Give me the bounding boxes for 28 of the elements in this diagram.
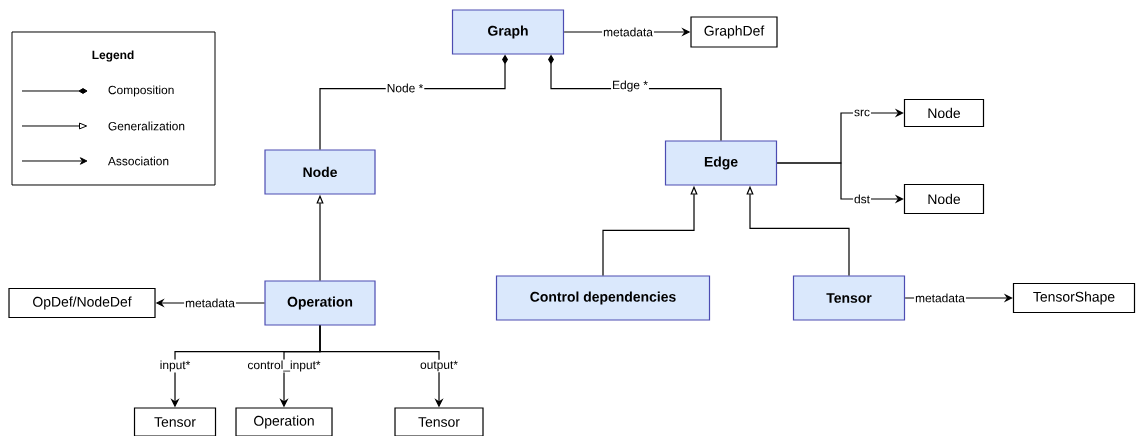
class-box: Operation [264,280,376,326]
edge-label: metadata [184,297,236,309]
type-box: TensorShape [1012,282,1136,314]
class-box: Edge [664,140,778,186]
type-box: GraphDef [690,16,778,48]
class-box: Tensor [792,275,906,321]
class-box: Control dependencies [495,275,711,321]
type-box: OpDef/NodeDef [8,287,156,319]
edge-label: Node * [385,82,425,94]
edge-label: metadata [602,26,654,38]
edge-label: output* [419,359,459,373]
edge-label: dst [853,193,871,205]
type-box: Node [903,183,985,215]
legend-entry: Generalization [21,121,185,131]
edge-label: Edge * [611,79,649,93]
edge-label: src [853,108,871,118]
type-box: Operation [235,407,333,436]
edge-label: control_input* [246,359,322,373]
legend-entry: Association [21,156,169,166]
edge-label: input* [158,359,192,373]
edge-label: metadata [914,292,966,304]
class-box: Graph [451,9,565,55]
legend-title: Legend [92,50,134,62]
type-box: Tensor [133,407,217,436]
legend-entry: Composition [21,85,174,97]
class-box: Node [264,149,376,195]
type-box: Tensor [394,407,484,436]
type-box: Node [903,98,985,128]
